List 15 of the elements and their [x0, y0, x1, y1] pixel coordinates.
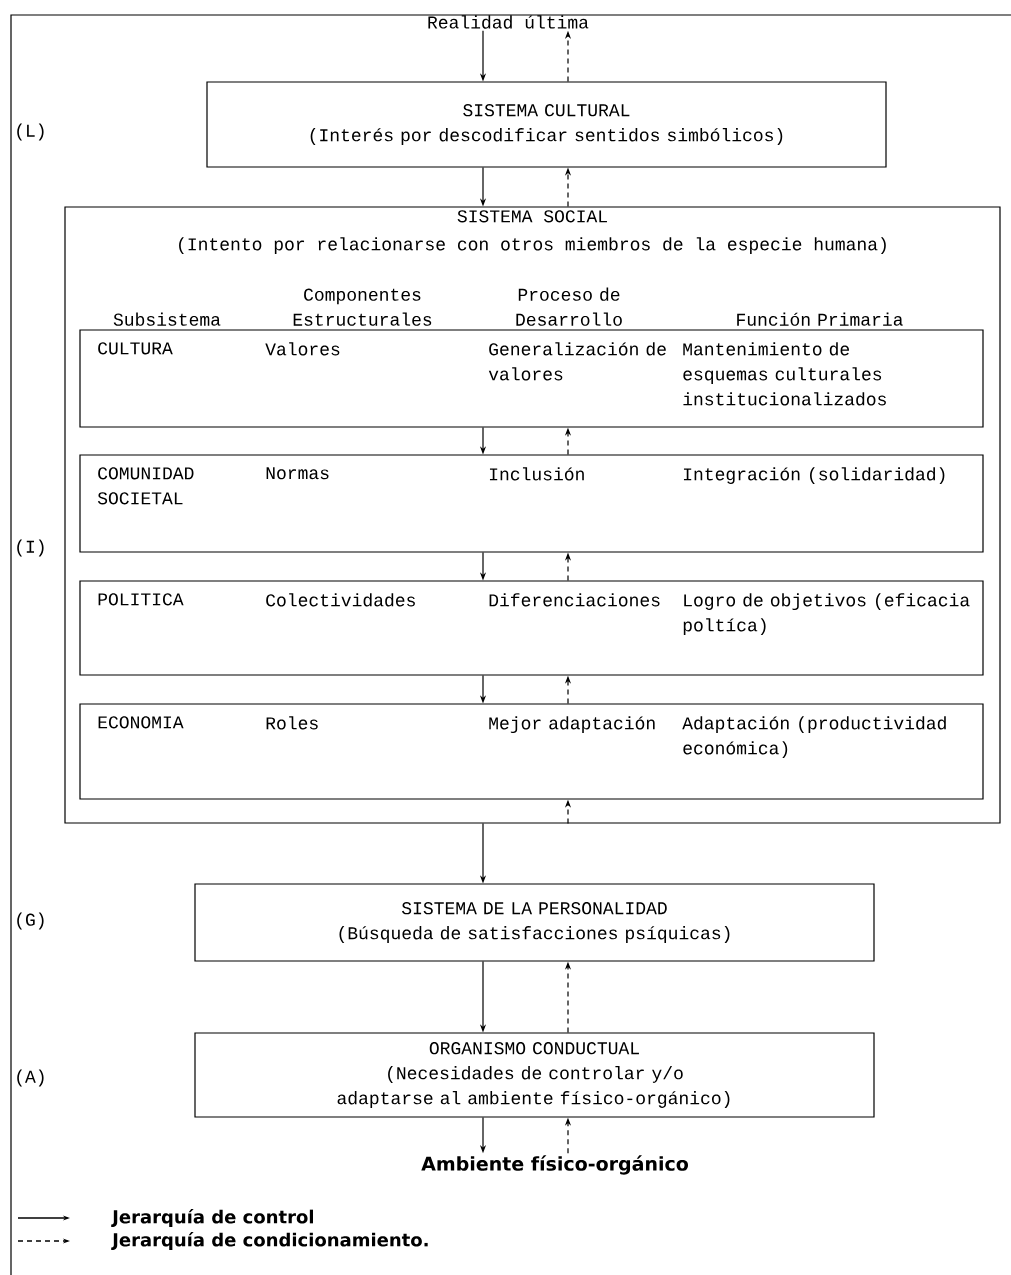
system-box: SISTEMA CULTURAL (Interés por descodificar sentidos simbólicos)	[206, 81, 887, 168]
level-label: (G)	[17, 912, 44, 930]
subsystem-row: CULTURA Valores Generalización de valores Mantenimiento de esquemas culturales institucionalizados	[79, 329, 984, 428]
subsystem-row: COMUNIDAD SOCIETAL Normas Inclusión Integración (solidaridad)	[79, 454, 984, 553]
system-box: ORGANISMO CONDUCTUAL (Necesidades de controlar y/o adaptarse al ambiente físico-orgánico)	[194, 1032, 875, 1118]
legend-text: Jerarquía de condicionamiento.	[111, 1231, 428, 1251]
level-label: (A)	[17, 1069, 44, 1087]
system-box: SISTEMA DE LA PERSONALIDAD (Búsqueda de satisfacciones psíquicas)	[194, 883, 875, 962]
bare-label: Ambiente físico-orgánico	[421, 1155, 688, 1175]
level-label: (L)	[17, 123, 44, 141]
legend-text: Jerarquía de control	[111, 1208, 313, 1228]
bare-label: Realidad última	[428, 15, 589, 29]
subsystem-row: POLITICA Colectividades Diferenciaciones Logro de objetivos (eficacia poltíca)	[79, 580, 984, 676]
level-label: (I)	[17, 539, 44, 557]
subsystem-row: ECONOMIA Roles Mejor adaptación Adaptación (productividad económica)	[79, 703, 984, 800]
